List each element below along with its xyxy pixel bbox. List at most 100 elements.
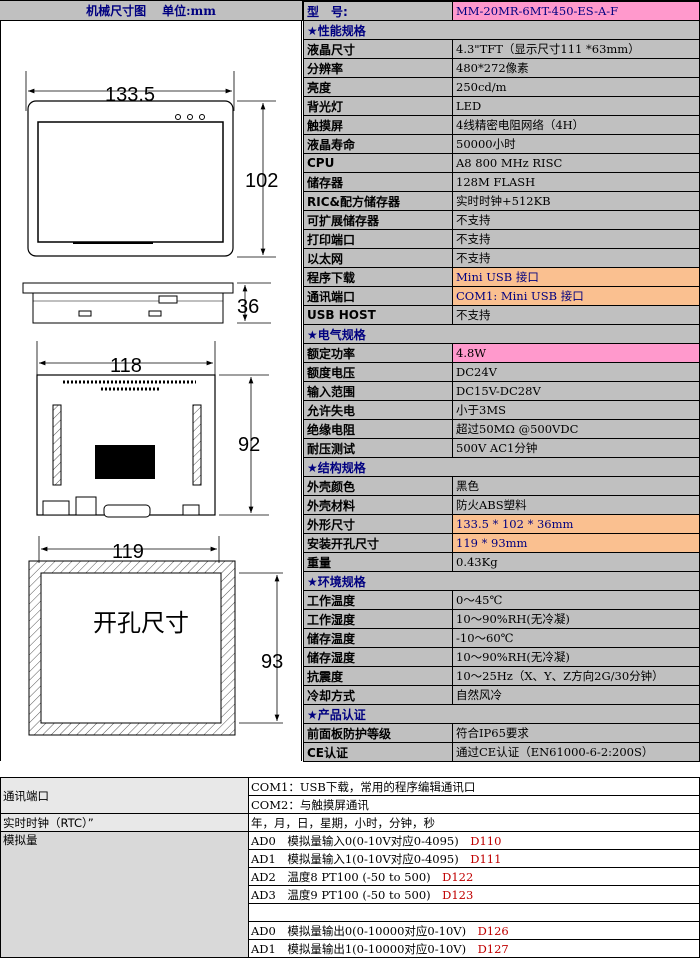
spec-value: 实时时钟+512KB xyxy=(452,191,700,211)
cutout-label: 开孔尺寸 xyxy=(93,609,189,637)
spec-key: 外壳颜色 xyxy=(303,476,453,496)
spec-value: LED xyxy=(452,96,700,116)
io-analog-label: 模拟量 xyxy=(0,831,249,958)
spec-model-row: 型 号:MM-20MR-6MT-450-ES-A-F xyxy=(303,1,700,21)
spec-key: 绝缘电阻 xyxy=(303,419,453,439)
spec-key: 安装开孔尺寸 xyxy=(303,533,453,553)
spec-key: USB HOST xyxy=(303,305,453,325)
io-rtc-value: 年，月，日，星期，小时，分钟，秒 xyxy=(248,813,700,832)
spec-key: CE认证 xyxy=(303,742,453,762)
spec-key: 通讯端口 xyxy=(303,286,453,306)
io-analog-item: AD3 温度9 PT100 (-50 to 500) D123 xyxy=(248,885,700,904)
spec-value: 128M FLASH xyxy=(452,172,700,192)
spec-value: 小于3MS xyxy=(452,400,700,420)
spec-value: 4线精密电阻网络（4H） xyxy=(452,115,700,135)
spec-row: RIC&配方储存器实时时钟+512KB xyxy=(303,191,700,211)
spec-key: 背光灯 xyxy=(303,96,453,116)
spec-row: 前面板防护等级符合IP65要求 xyxy=(303,723,700,743)
io-analog-item: AD2 温度8 PT100 (-50 to 500) D122 xyxy=(248,867,700,886)
spec-value: 10～90%RH(无冷凝) xyxy=(452,647,700,667)
dim-front-height: 102 xyxy=(245,170,278,192)
io-comm-line1: COM1：USB下载，常用的程序编辑通讯口 xyxy=(248,777,700,796)
spec-section-title: ★环境规格 xyxy=(303,571,700,591)
spec-key: 储存器 xyxy=(303,172,453,192)
spec-value: 黑色 xyxy=(452,476,700,496)
io-analog-item: AD1 模拟量输入1(0-10V对应0-4095) D111 xyxy=(248,849,700,868)
spec-key: 工作湿度 xyxy=(303,609,453,629)
spec-key: 外壳材料 xyxy=(303,495,453,515)
spec-key: 额度电压 xyxy=(303,362,453,382)
mechanical-drawing: 133.5 102 xyxy=(0,21,302,761)
spec-value: 不支持 xyxy=(452,248,700,268)
spec-section-title: ★电气规格 xyxy=(303,324,700,344)
spec-key: 储存湿度 xyxy=(303,647,453,667)
io-comm-label: 通讯端口 xyxy=(0,777,249,814)
spec-value: 119 * 93mm xyxy=(452,533,700,553)
spec-key: 允许失电 xyxy=(303,400,453,420)
spec-value: 10～90%RH(无冷凝) xyxy=(452,609,700,629)
spec-row: 打印端口不支持 xyxy=(303,229,700,249)
spec-value: Mini USB 接口 xyxy=(452,267,700,287)
drawing-unit: 单位:mm xyxy=(162,4,216,18)
spec-key: 打印端口 xyxy=(303,229,453,249)
spec-value: 500V AC1分钟 xyxy=(452,438,700,458)
io-row-rtc: 实时时钟（RTC）” 年，月，日，星期，小时，分钟，秒 xyxy=(0,813,700,832)
spec-row: 允许失电小于3MS xyxy=(303,400,700,420)
spec-key: 重量 xyxy=(303,552,453,572)
cutout-view: 119 开孔尺寸 93 xyxy=(28,536,283,736)
io-rtc-label: 实时时钟（RTC）” xyxy=(0,813,249,832)
drawing-canvas: 133.5 102 xyxy=(22,71,283,736)
spec-key: 抗震度 xyxy=(303,666,453,686)
spec-key: 工作温度 xyxy=(303,590,453,610)
spec-key: 分辨率 xyxy=(303,58,453,78)
dim-back-width: 118 xyxy=(110,355,142,377)
spec-key: 亮度 xyxy=(303,77,453,97)
spec-section-header: ★结构规格 xyxy=(303,457,700,477)
spec-section-title: ★产品认证 xyxy=(303,704,700,724)
spec-section-header: ★产品认证 xyxy=(303,704,700,724)
spec-row: 以太网不支持 xyxy=(303,248,700,268)
spec-key: 外形尺寸 xyxy=(303,514,453,534)
spec-row: 外壳颜色黑色 xyxy=(303,476,700,496)
io-comm-line2: COM2：与触摸屏通讯 xyxy=(248,795,700,814)
spec-value: DC15V-DC28V xyxy=(452,381,700,401)
spec-key: 冷却方式 xyxy=(303,685,453,705)
spec-row: 可扩展储存器不支持 xyxy=(303,210,700,230)
io-row-analog-0: 模拟量 AD0 模拟量输入0(0-10V对应0-4095) D110 xyxy=(0,831,700,958)
spec-value: 0～45℃ xyxy=(452,590,700,610)
spec-value: 0.43Kg xyxy=(452,552,700,572)
dim-back-height: 92 xyxy=(238,434,260,456)
spec-value: 133.5 * 102 * 36mm xyxy=(452,514,700,534)
spec-key: 程序下载 xyxy=(303,267,453,287)
back-view: 118 92 xyxy=(36,341,269,518)
spec-value: 不支持 xyxy=(452,210,700,230)
dim-side-depth: 36 xyxy=(237,296,259,318)
io-row-comm: 通讯端口 COM1：USB下载，常用的程序编辑通讯口 xyxy=(0,777,700,814)
spec-key: 额定功率 xyxy=(303,343,453,363)
spec-value: 480*272像素 xyxy=(452,58,700,78)
spec-key: 型 号: xyxy=(303,1,453,21)
spec-value: 超过50MΩ @500VDC xyxy=(452,419,700,439)
io-table: 通讯端口 COM1：USB下载，常用的程序编辑通讯口 COM2：与触摸屏通讯 实… xyxy=(0,777,700,958)
drawing-header: 机械尺寸图 单位:mm xyxy=(0,1,303,21)
spec-section-header: ★电气规格 xyxy=(303,324,700,344)
spec-key: 输入范围 xyxy=(303,381,453,401)
spec-key: CPU xyxy=(303,153,453,173)
